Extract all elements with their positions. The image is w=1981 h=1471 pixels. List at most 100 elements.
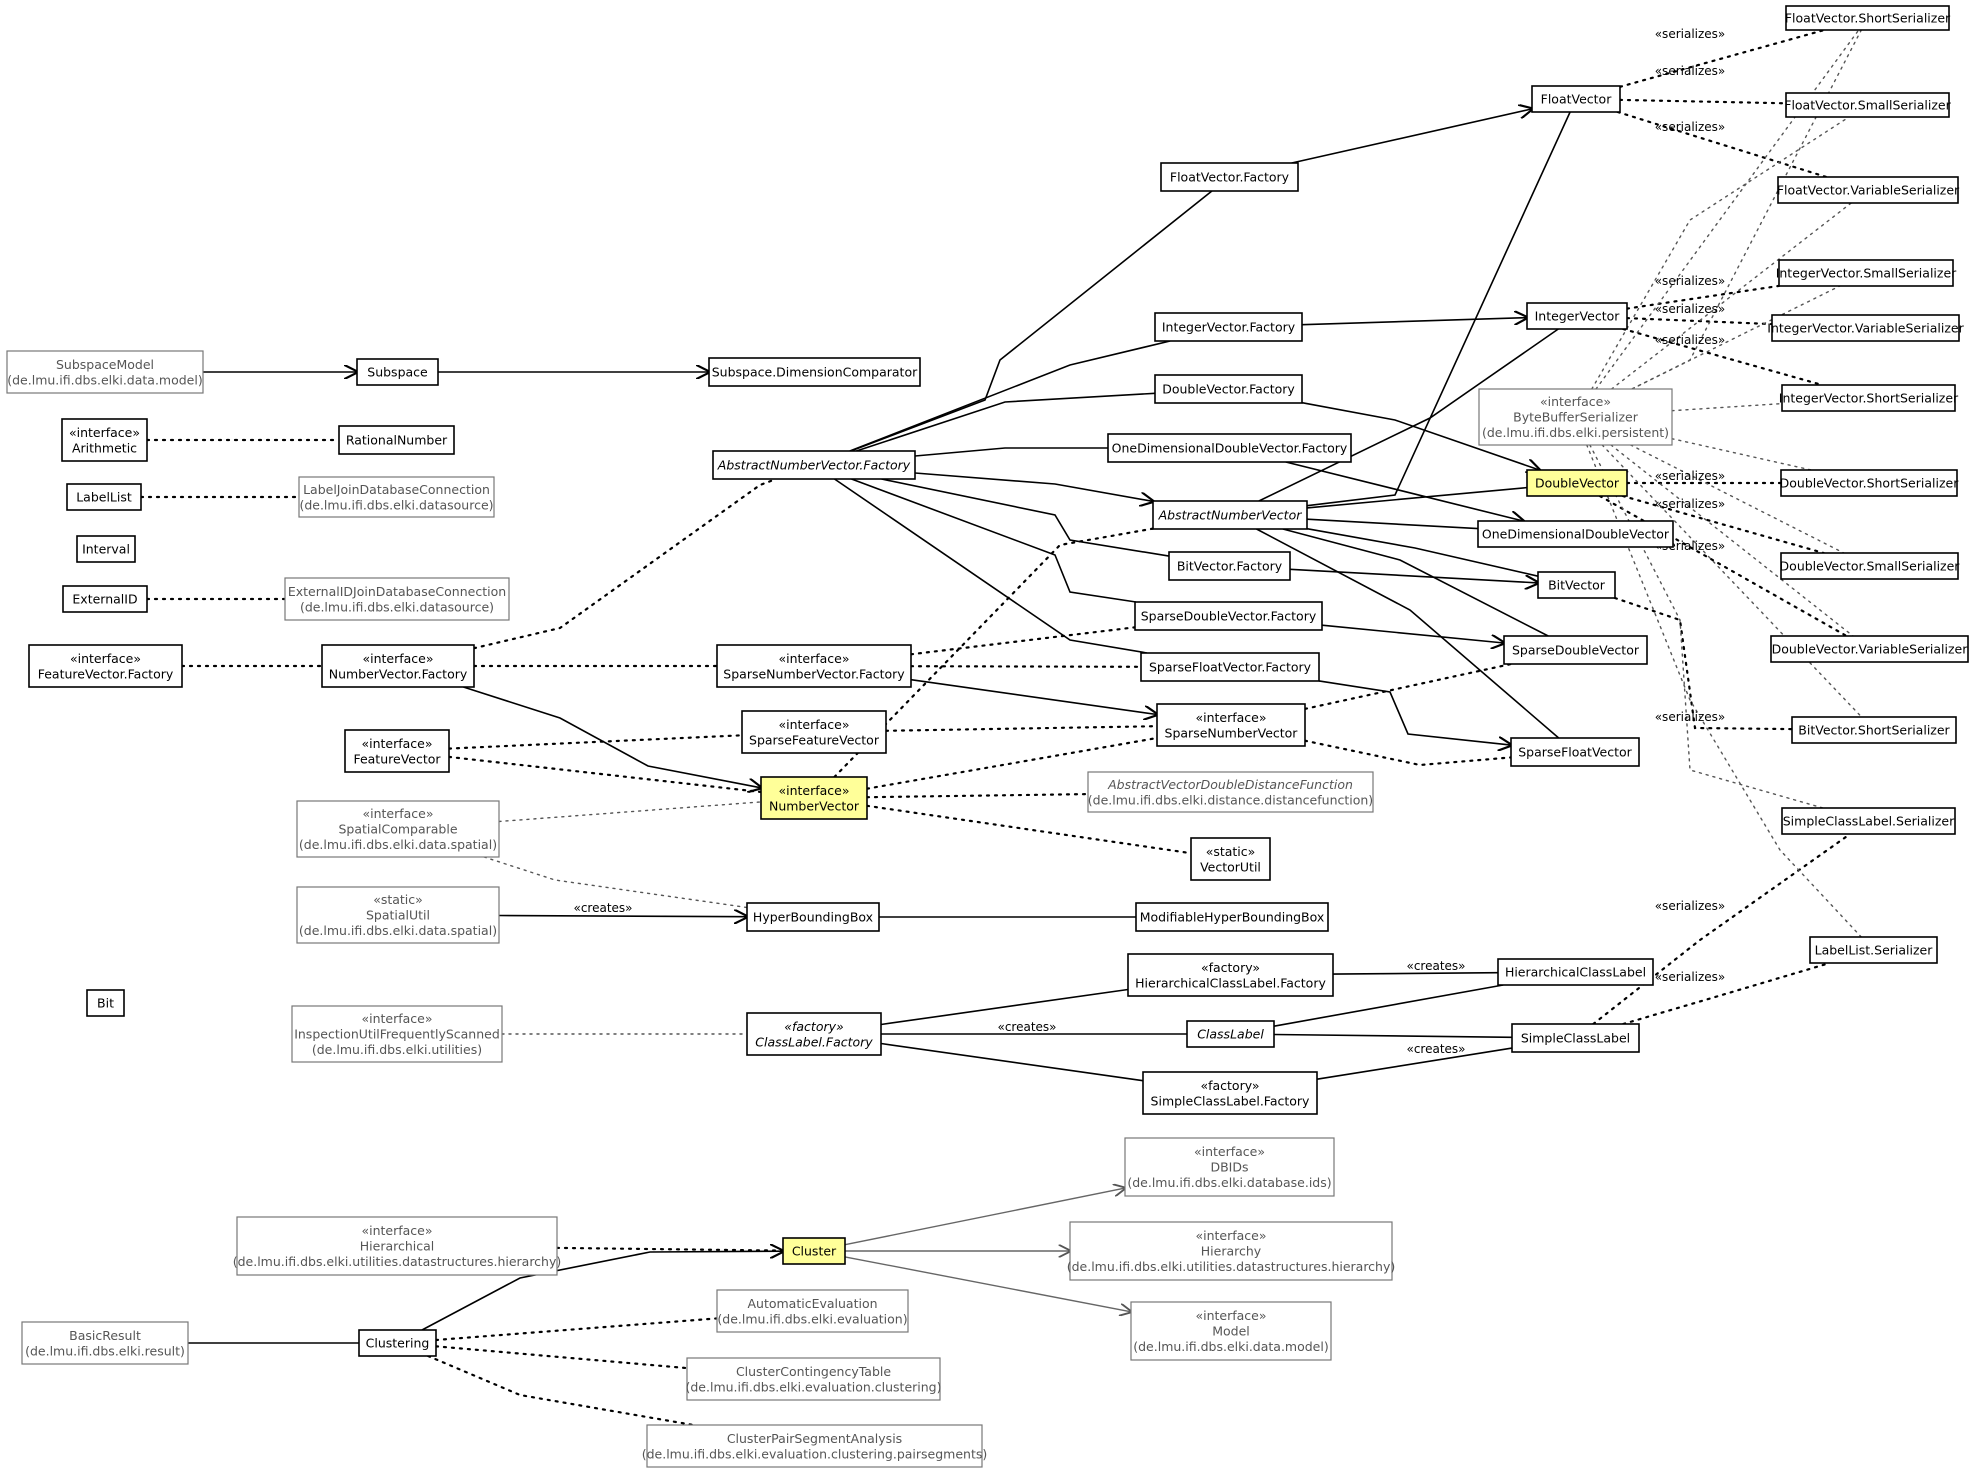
class-node-doublevector-variableserializer[interactable]: DoubleVector.VariableSerializer: [1770, 635, 1969, 663]
class-node-integervector-shortserializer[interactable]: IntegerVector.ShortSerializer: [1779, 384, 1959, 412]
class-node-featurevector[interactable]: «interface»FeatureVector: [344, 729, 450, 773]
class-node-rationalnumber[interactable]: RationalNumber: [338, 425, 455, 455]
class-box: [646, 1424, 983, 1468]
class-node-numbervector[interactable]: «interface»NumberVector: [760, 776, 868, 820]
class-box: [1127, 953, 1334, 997]
class-node-doublevector-factory[interactable]: DoubleVector.Factory: [1154, 374, 1303, 404]
class-node-spatialcomparable[interactable]: «interface»SpatialComparable(de.lmu.ifi.…: [296, 800, 500, 858]
class-node-vectorutil[interactable]: «static»VectorUtil: [1190, 837, 1271, 881]
class-node-integervector-variableserializer[interactable]: IntegerVector.VariableSerializer: [1767, 314, 1965, 342]
class-node-doublevector-shortserializer[interactable]: DoubleVector.ShortSerializer: [1780, 469, 1960, 497]
class-node-onedimensionaldoublevector[interactable]: OneDimensionalDoubleVector: [1477, 520, 1674, 548]
class-node-sparsefeaturevector[interactable]: «interface»SparseFeatureVector: [741, 710, 887, 754]
edges-layer: [139, 28, 1863, 1427]
class-node-numbervector-factory[interactable]: «interface»NumberVector.Factory: [321, 644, 475, 688]
class-node-sparsedoublevector[interactable]: SparseDoubleVector: [1503, 635, 1648, 665]
class-node-hierarchicalclasslabel[interactable]: HierarchicalClassLabel: [1497, 958, 1654, 986]
class-node-sparsefloatvector-factory[interactable]: SparseFloatVector.Factory: [1140, 652, 1320, 682]
package-label: (de.lmu.ifi.dbs.elki.utilities): [312, 1042, 482, 1057]
class-node-labellist[interactable]: LabelList: [66, 483, 142, 511]
class-name: DoubleVector.SmallSerializer: [1780, 559, 1961, 574]
class-node-modifiablehyperboundingbox[interactable]: ModifiableHyperBoundingBox: [1135, 902, 1329, 932]
class-node-sparsedoublevector-factory[interactable]: SparseDoubleVector.Factory: [1134, 601, 1323, 631]
class-node-abstractnumbervector-factory[interactable]: AbstractNumberVector.Factory: [712, 450, 916, 480]
class-name: FeatureVector.Factory: [38, 666, 174, 681]
edge-SparseDoubleVector_Factory-to-SparseDoubleVector: [1321, 624, 1504, 643]
class-name: AutomaticEvaluation: [747, 1296, 877, 1311]
class-node-abstractvectordoubledistancefunction[interactable]: AbstractVectorDoubleDistanceFunction(de.…: [1087, 771, 1374, 813]
class-node-floatvector-shortserializer[interactable]: FloatVector.ShortSerializer: [1785, 5, 1951, 31]
class-name: Clustering: [366, 1336, 430, 1351]
class-node-externalid[interactable]: ExternalID: [62, 585, 148, 613]
package-label: (de.lmu.ifi.dbs.elki.datasource): [299, 497, 493, 512]
class-node-featurevector-factory[interactable]: «interface»FeatureVector.Factory: [28, 644, 183, 688]
class-node-bitvector[interactable]: BitVector: [1537, 571, 1616, 599]
class-node-bitvector-factory[interactable]: BitVector.Factory: [1168, 551, 1291, 581]
class-name: IntegerVector: [1535, 309, 1621, 324]
class-node-sparsenumbervector-factory[interactable]: «interface»SparseNumberVector.Factory: [716, 644, 912, 688]
class-name: Hierarchy: [1201, 1244, 1262, 1259]
class-box: [298, 476, 495, 518]
stereotype-label: «interface»: [69, 425, 140, 440]
edge-label-creates: «creates»: [997, 1020, 1056, 1034]
class-box: [1134, 601, 1323, 631]
class-name: FloatVector.Factory: [1170, 170, 1290, 185]
class-node-clustercontingencytable[interactable]: ClusterContingencyTable(de.lmu.ifi.dbs.e…: [686, 1357, 942, 1401]
class-node-doublevector[interactable]: DoubleVector: [1526, 469, 1628, 497]
class-node-doublevector-smallserializer[interactable]: DoubleVector.SmallSerializer: [1780, 552, 1961, 580]
class-node-integervector-smallserializer[interactable]: IntegerVector.SmallSerializer: [1776, 259, 1957, 287]
class-node-simpleclasslabel[interactable]: SimpleClassLabel: [1511, 1023, 1640, 1053]
class-node-labeljoindatabaseconnection[interactable]: LabelJoinDatabaseConnection(de.lmu.ifi.d…: [298, 476, 495, 518]
class-node-subspace-dimensioncomparator[interactable]: Subspace.DimensionComparator: [708, 357, 921, 387]
class-node-sparsefloatvector[interactable]: SparseFloatVector: [1510, 737, 1640, 767]
class-node-externalidjoindatabaseconnection[interactable]: ExternalIDJoinDatabaseConnection(de.lmu.…: [284, 577, 510, 621]
class-node-floatvector[interactable]: FloatVector: [1531, 85, 1621, 113]
class-node-sparsenumbervector[interactable]: «interface»SparseNumberVector: [1156, 703, 1306, 747]
stereotype-label: «static»: [373, 892, 423, 907]
class-node-spatialutil[interactable]: «static»SpatialUtil(de.lmu.ifi.dbs.elki.…: [296, 886, 500, 944]
class-node-arithmetic[interactable]: «interface»Arithmetic: [61, 418, 148, 462]
class-node-hierarchical[interactable]: «interface»Hierarchical(de.lmu.ifi.dbs.e…: [233, 1216, 562, 1276]
class-node-hierarchy[interactable]: «interface»Hierarchy(de.lmu.ifi.dbs.elki…: [1067, 1221, 1396, 1281]
class-node-clustering[interactable]: Clustering: [358, 1329, 437, 1357]
class-name: SimpleClassLabel.Serializer: [1783, 814, 1955, 829]
class-node-subspacemodel[interactable]: SubspaceModel(de.lmu.ifi.dbs.elki.data.m…: [6, 350, 204, 394]
class-node-abstractnumbervector[interactable]: AbstractNumberVector: [1152, 500, 1308, 530]
edge-OneDimensionalDoubleVector_Factory-to-OneDimensionalDoubleVector: [1285, 461, 1523, 521]
class-box: [1511, 1023, 1640, 1053]
class-node-onedimensionaldoublevector-factory[interactable]: OneDimensionalDoubleVector.Factory: [1107, 433, 1352, 463]
class-node-clusterpairsegmentanalysis[interactable]: ClusterPairSegmentAnalysis(de.lmu.ifi.db…: [642, 1424, 988, 1468]
class-node-labellist-serializer[interactable]: LabelList.Serializer: [1809, 936, 1938, 964]
class-node-bytebufferserializer[interactable]: «interface»ByteBufferSerializer(de.lmu.i…: [1478, 388, 1673, 446]
class-node-bit[interactable]: Bit: [86, 989, 125, 1017]
class-box: [1785, 5, 1950, 31]
class-node-inspectionutilfrequentlyscanned[interactable]: «interface»InspectionUtilFrequentlyScann…: [291, 1005, 503, 1063]
class-node-hierarchicalclasslabel-factory[interactable]: «factory»HierarchicalClassLabel.Factory: [1127, 953, 1334, 997]
class-node-integervector[interactable]: IntegerVector: [1526, 302, 1628, 330]
class-node-integervector-factory[interactable]: IntegerVector.Factory: [1154, 312, 1303, 342]
class-node-classlabel[interactable]: ClassLabel: [1186, 1020, 1275, 1048]
edge-ClassLabel_Factory-to-HierarchicalClassLabel_Factory: [880, 988, 1129, 1026]
class-box: [1152, 500, 1308, 530]
class-node-simpleclasslabel-serializer[interactable]: SimpleClassLabel.Serializer: [1781, 807, 1956, 835]
class-node-cluster[interactable]: Cluster: [782, 1237, 846, 1265]
class-node-hyperboundingbox[interactable]: HyperBoundingBox: [746, 902, 880, 932]
class-node-dbids[interactable]: «interface»DBIDs(de.lmu.ifi.dbs.elki.dat…: [1124, 1137, 1335, 1197]
edge-AbstractNumberVector-to-DoubleVector: [1306, 486, 1528, 509]
class-node-floatvector-factory[interactable]: FloatVector.Factory: [1160, 162, 1299, 192]
class-node-classlabel-factory[interactable]: «factory»ClassLabel.Factory: [746, 1012, 882, 1056]
class-node-interval[interactable]: Interval: [76, 535, 136, 563]
class-node-floatvector-variableserializer[interactable]: FloatVector.VariableSerializer: [1777, 176, 1960, 204]
class-node-model[interactable]: «interface»Model(de.lmu.ifi.dbs.elki.dat…: [1130, 1301, 1332, 1361]
class-node-floatvector-smallserializer[interactable]: FloatVector.SmallSerializer: [1784, 92, 1952, 118]
edge-label-serializes: «serializes»: [1655, 497, 1726, 511]
class-node-bitvector-shortserializer[interactable]: BitVector.ShortSerializer: [1791, 716, 1957, 744]
class-node-subspace[interactable]: Subspace: [356, 358, 439, 386]
class-node-basicresult[interactable]: BasicResult(de.lmu.ifi.dbs.elki.result): [21, 1321, 189, 1365]
class-name: Model: [1212, 1324, 1250, 1339]
class-name: HierarchicalClassLabel.Factory: [1135, 975, 1326, 990]
edge-AbstractNumberVector-to-IntegerVector: [1258, 328, 1559, 502]
class-node-automaticevaluation[interactable]: AutomaticEvaluation(de.lmu.ifi.dbs.elki.…: [716, 1289, 909, 1333]
class-node-simpleclasslabel-factory[interactable]: «factory»SimpleClassLabel.Factory: [1142, 1071, 1318, 1115]
class-name: ClassLabel.Factory: [755, 1034, 873, 1049]
